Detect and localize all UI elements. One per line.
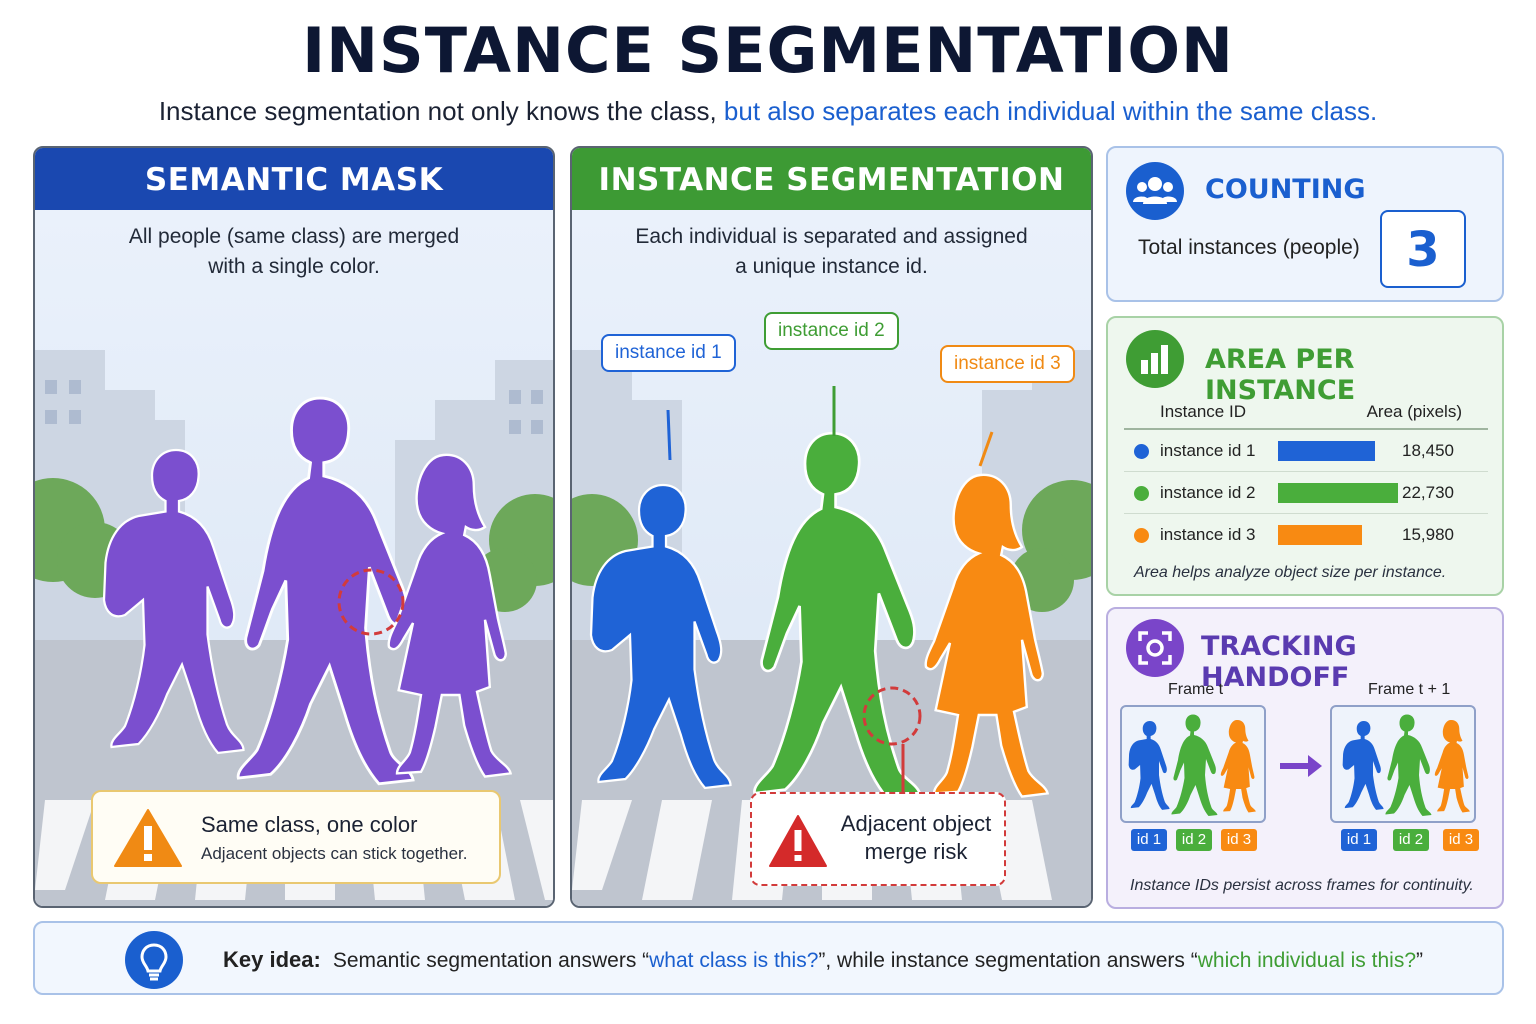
instance-scene-illustration [572,210,1091,906]
area-row-3-dot [1134,528,1149,543]
semantic-mask-title: SEMANTIC MASK [35,148,553,210]
area-row-1-label: instance id 1 [1160,441,1256,460]
key-idea-label: Key idea: [223,947,321,972]
semantic-warning-text: Adjacent objects can stick together. [201,844,468,863]
lightbulb-icon [125,931,183,989]
subtitle-highlight: but also separates each individual withi… [723,96,1378,126]
tracking-handoff-panel: TRACKING HANDOFF Frame t Frame t + 1 id … [1106,607,1504,909]
semantic-warning-title: Same class, one color [201,812,418,837]
frame-t1-box [1330,705,1476,823]
area-note: Area helps analyze object size per insta… [1134,564,1447,581]
tracking-title: TRACKING HANDOFF [1201,631,1357,693]
frame-t-id-3: id 3 [1221,829,1257,851]
key-question-class: what class is this? [649,949,819,972]
instance-warning-box: Adjacent object merge risk [750,792,1006,886]
frame-t1-id-1: id 1 [1341,829,1377,851]
area-row-2-label: instance id 2 [1160,483,1256,502]
area-row-2-value: 22,730 [1402,483,1454,502]
area-row-3-label: instance id 3 [1160,525,1256,544]
semantic-scene-illustration [35,210,553,906]
counting-label: Total instances (people) [1138,236,1360,259]
tracking-note: Instance IDs persist across frames for c… [1130,877,1474,894]
key-question-individual: which individual is this? [1197,949,1416,972]
page-subtitle: Instance segmentation not only knows the… [0,96,1536,127]
area-row-3: instance id 3 15,980 [1124,514,1488,556]
area-row-1-value: 18,450 [1402,441,1454,460]
frame-t-id-1: id 1 [1131,829,1167,851]
subtitle-plain: Instance segmentation not only knows the… [158,96,724,126]
handoff-arrow-icon [1280,755,1322,777]
area-title: AREA PER INSTANCE [1205,344,1356,406]
area-row-2-dot [1134,486,1149,501]
area-row-1-bar [1278,441,1375,461]
area-col-area: Area (pixels) [1366,402,1462,421]
area-row-3-bar [1278,525,1362,545]
area-row-1-dot [1134,444,1149,459]
counting-panel: COUNTING Total instances (people) 3 [1106,146,1504,302]
page-title: INSTANCE SEGMENTATION [302,14,1234,87]
semantic-description: All people (same class) are merged with … [128,225,460,278]
frame-t1-id-3: id 3 [1443,829,1479,851]
area-header-divider [1124,428,1488,430]
instance-tag-2: instance id 2 [764,312,899,350]
counting-title: COUNTING [1205,174,1366,205]
frame-t1-label: Frame t + 1 [1368,681,1451,698]
semantic-warning-box: Same class, one color Adjacent objects c… [91,790,501,884]
frame-t-label: Frame t [1168,681,1224,698]
counting-value: 3 [1380,210,1466,288]
warning-icon [114,809,182,867]
instance-street-scene: Each individual is separated and assigne… [572,210,1091,906]
instance-tag-3: instance id 3 [940,345,1075,383]
area-row-1: instance id 1 18,450 [1124,430,1488,472]
area-row-2: instance id 2 22,730 [1124,472,1488,514]
alert-icon [769,815,827,867]
key-text-1: Semantic segmentation answers “ [332,949,650,972]
semantic-street-scene: All people (same class) are merged with … [35,210,553,906]
instance-description: Each individual is separated and assigne… [635,225,1028,278]
key-text-3: ” [1416,949,1423,972]
key-idea-text: Key idea: Semantic segmentation answers “… [223,947,1423,973]
focus-target-icon [1126,619,1184,677]
instance-segmentation-title: INSTANCE SEGMENTATION [572,148,1091,210]
area-row-2-bar [1278,483,1398,503]
frame-t-box [1120,705,1266,823]
frame-t-id-2: id 2 [1176,829,1212,851]
semantic-mask-panel: SEMANTIC MASK [33,146,555,908]
area-row-3-value: 15,980 [1402,525,1454,544]
key-text-2: ”, while instance segmentation answers “ [818,949,1198,972]
key-idea-banner: Key idea: Semantic segmentation answers “… [33,921,1504,995]
area-per-instance-panel: AREA PER INSTANCE Instance ID Area (pixe… [1106,316,1504,596]
frame-t1-id-2: id 2 [1393,829,1429,851]
bar-chart-icon [1126,330,1184,388]
instance-warning-text: Adjacent object merge risk [840,811,992,864]
people-group-icon [1126,162,1184,220]
instance-tag-1: instance id 1 [601,334,736,372]
instance-segmentation-panel: INSTANCE SEGMENTATION [570,146,1093,908]
area-col-id: Instance ID [1160,402,1246,421]
